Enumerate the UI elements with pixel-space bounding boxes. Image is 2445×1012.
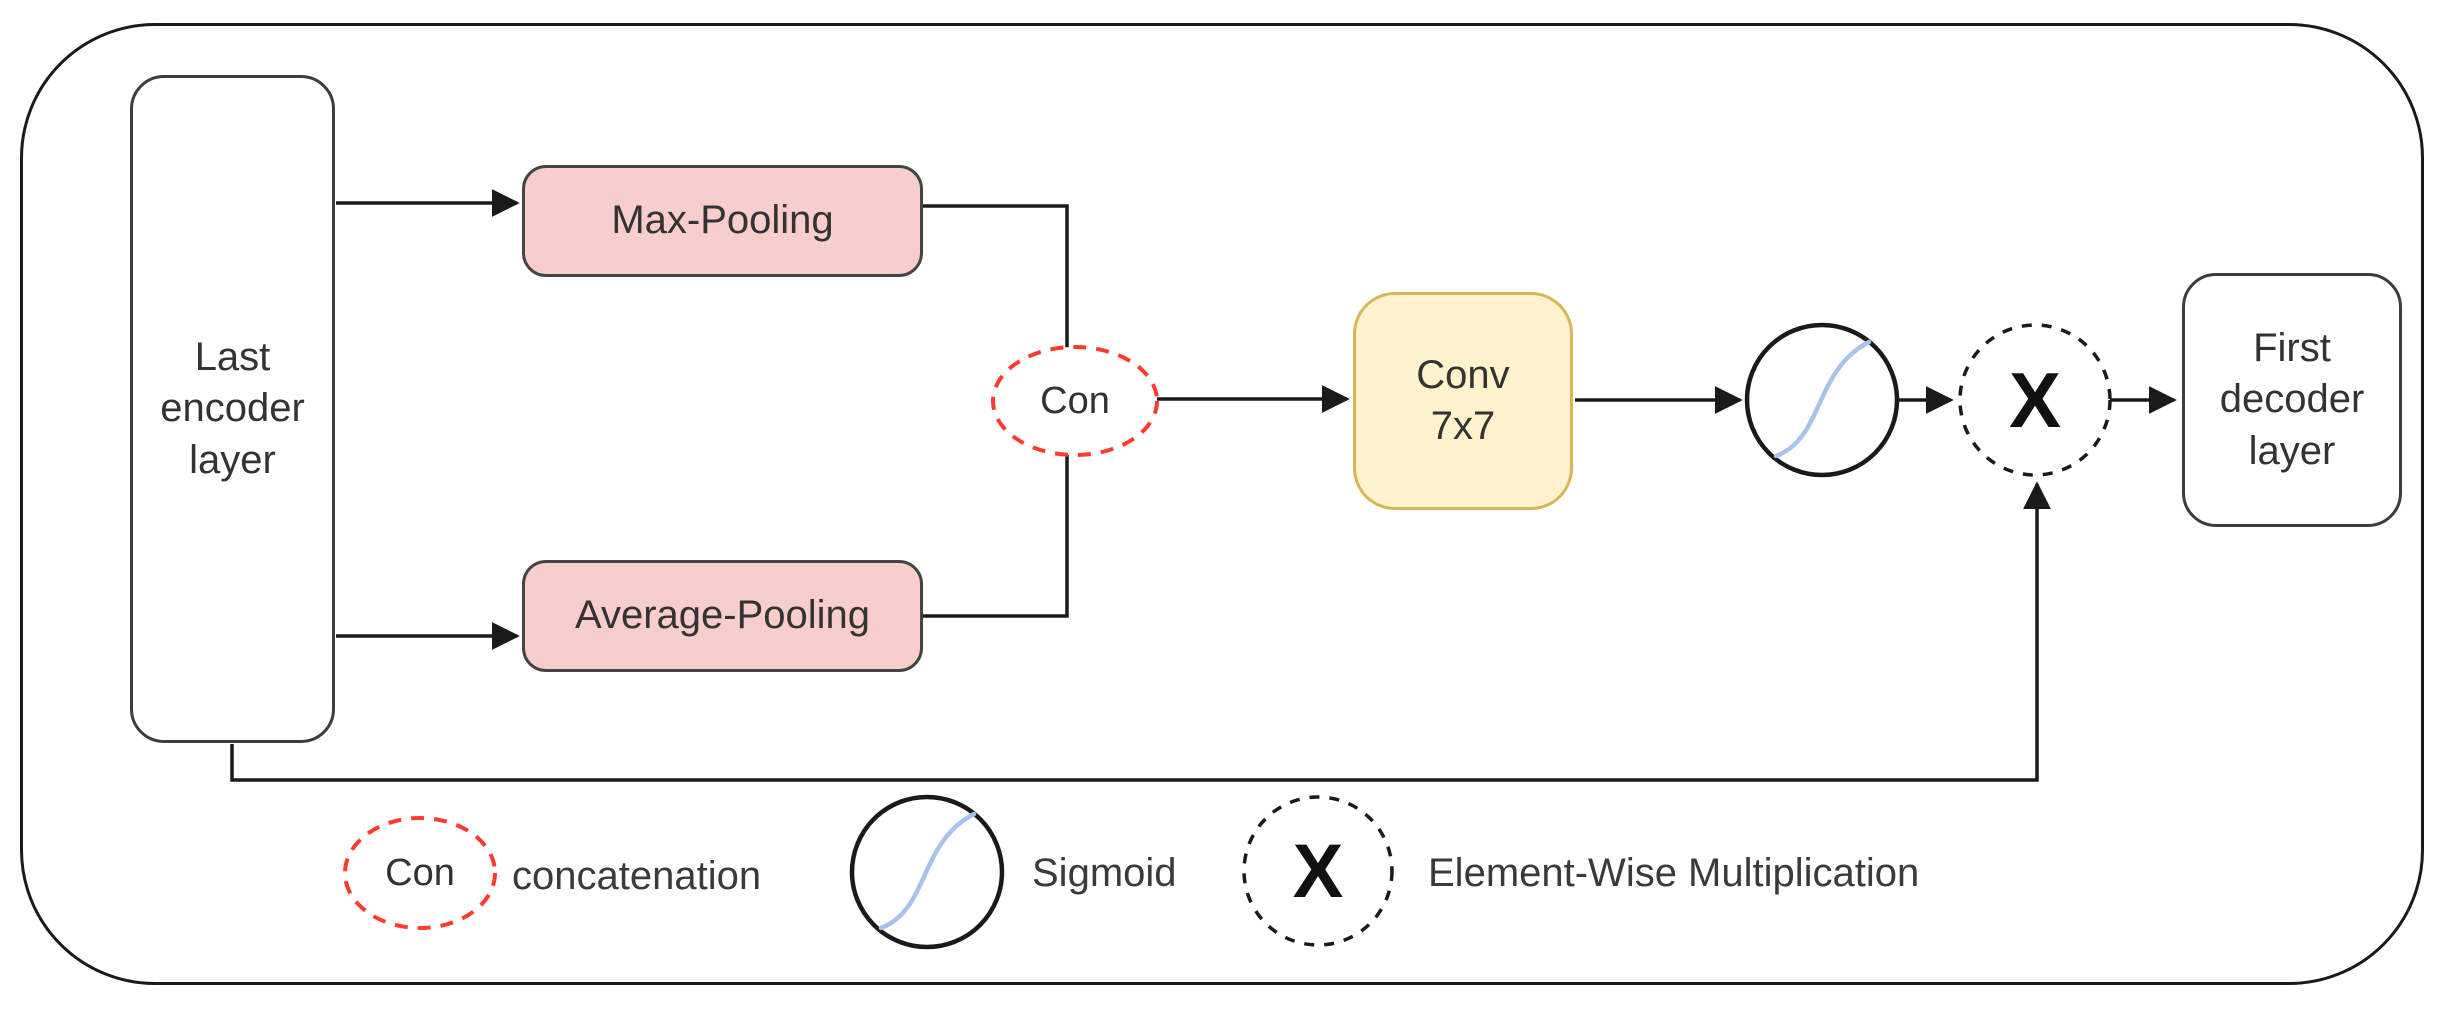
legend-multiply-x-icon: X	[1292, 828, 1344, 914]
con-label: Con	[1040, 379, 1110, 422]
legend-sigmoid-text: Sigmoid	[1032, 850, 1177, 895]
conv-7x7-node: Conv 7x7	[1353, 292, 1573, 510]
max-pooling-node: Max-Pooling	[522, 165, 923, 277]
max-pooling-label: Max-Pooling	[611, 198, 834, 243]
conv-7x7-label: Conv 7x7	[1416, 352, 1510, 448]
last-encoder-layer-label: Last encoder layer	[160, 335, 305, 482]
first-decoder-layer-label: First decoder layer	[2219, 326, 2365, 473]
average-pooling-node: Average-Pooling	[522, 560, 923, 672]
legend-con-label: Con	[385, 851, 455, 894]
average-pooling-label: Average-Pooling	[574, 593, 871, 638]
first-decoder-layer-node: First decoder layer	[2182, 273, 2402, 527]
legend-concatenation-text: concatenation	[512, 853, 762, 898]
multiply-x-icon: X	[2008, 355, 2062, 444]
last-encoder-layer-node: Last encoder layer	[130, 75, 335, 743]
legend-element-wise-multiplication-text: Element-Wise Multiplication	[1428, 850, 1920, 895]
